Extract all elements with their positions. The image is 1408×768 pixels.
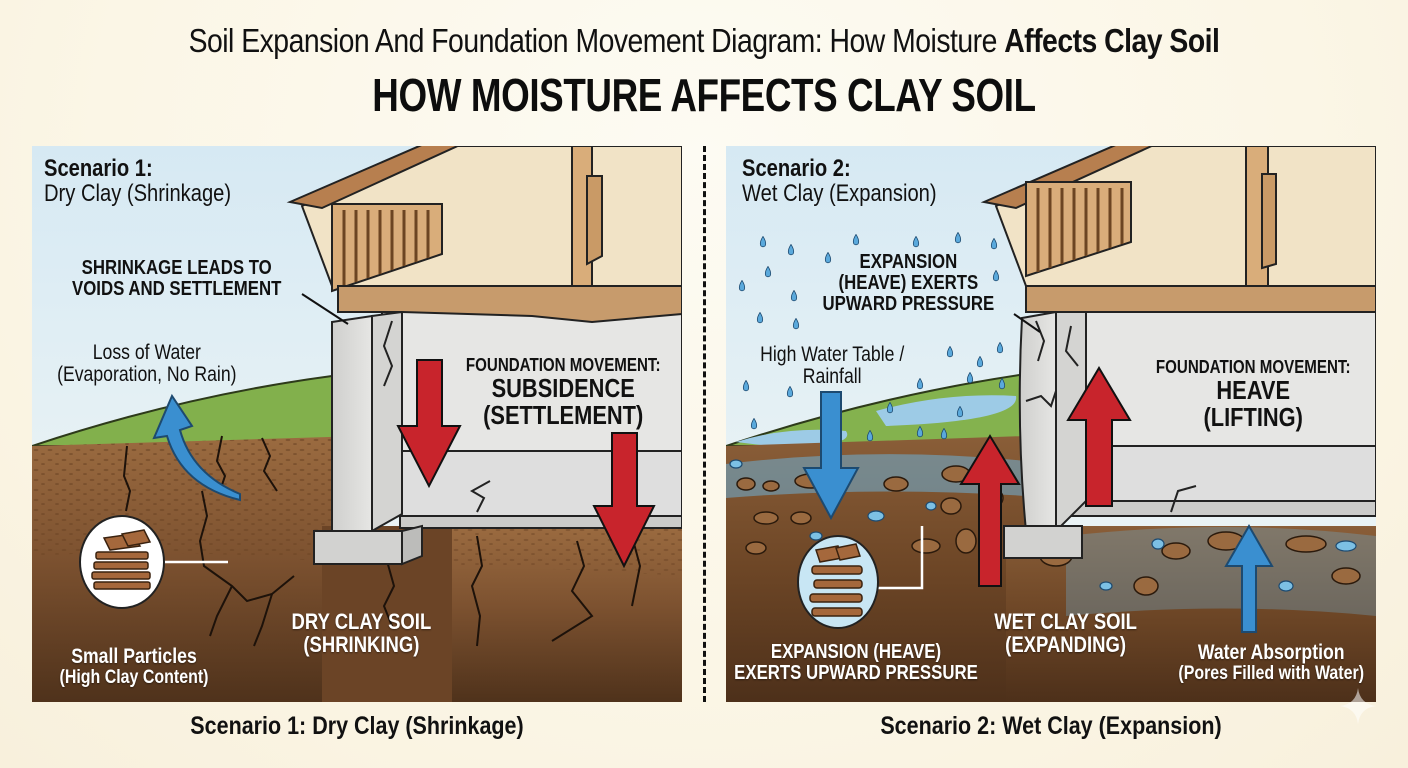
heave-arrow-icon — [959, 366, 1132, 587]
scenario-divider — [703, 146, 706, 702]
absorption-arrow-icon — [1224, 523, 1274, 633]
scenario-1-subheading: Dry Clay (Shrinkage) — [44, 180, 232, 208]
absorption-label: Water Absorption(Pores Filled with Water… — [1178, 641, 1365, 685]
title-regular-text: Soil Expansion And Foundation Movement D… — [188, 22, 1005, 59]
wet-clay-illustration — [726, 146, 1376, 702]
particle-label: EXPANSION (HEAVE)EXERTS UPWARD PRESSURE — [734, 641, 978, 684]
title-bold-text: Affects Clay Soil — [1004, 22, 1220, 59]
swollen-particles-icon — [797, 535, 879, 629]
soil-label: WET CLAY SOIL(EXPANDING) — [994, 609, 1137, 658]
scenario-2-caption: Scenario 2: Wet Clay (Expansion) — [880, 712, 1222, 740]
scenario-1-caption: Scenario 1: Dry Clay (Shrinkage) — [190, 712, 524, 740]
dry-clay-illustration — [32, 146, 682, 702]
scenario-2-subheading: Wet Clay (Expansion) — [742, 180, 937, 208]
diagram-title: Soil Expansion And Foundation Movement D… — [99, 22, 1310, 60]
subsidence-arrow-icon — [396, 359, 656, 569]
movement-type: HEAVE — [1216, 374, 1291, 405]
scenario-1-panel: Scenario 1:Dry Clay (Shrinkage) SHRINKAG… — [32, 146, 682, 702]
particle-label: Small Particles(High Clay Content) — [59, 645, 209, 689]
movement-detail: (SETTLEMENT) — [483, 400, 644, 431]
sparkle-icon — [1340, 688, 1376, 724]
water-table-label: High Water Table /Rainfall — [760, 343, 905, 389]
scenario-1-heading: Scenario 1:Dry Clay (Shrinkage) — [44, 155, 232, 208]
scenario-2-heading: Scenario 2:Wet Clay (Expansion) — [742, 155, 937, 208]
main-heading: HOW MOISTURE AFFECTS CLAY SOIL — [372, 69, 1036, 121]
water-loss-label: Loss of Water(Evaporation, No Rain) — [57, 341, 237, 387]
rain-arrow-icon — [802, 391, 860, 521]
movement-label: FOUNDATION MOVEMENT:HEAVE(LIFTING) — [1144, 358, 1362, 431]
movement-detail: (LIFTING) — [1203, 402, 1303, 433]
evaporation-arrow-icon — [152, 393, 241, 502]
scenario-2-panel: Scenario 2:Wet Clay (Expansion) EXPANSIO… — [726, 146, 1376, 702]
movement-type: SUBSIDENCE — [491, 372, 635, 403]
movement-label: FOUNDATION MOVEMENT:SUBSIDENCE(SETTLEMEN… — [454, 356, 672, 429]
clay-particles-icon — [79, 515, 165, 609]
soil-label: DRY CLAY SOIL(SHRINKING) — [291, 609, 432, 658]
